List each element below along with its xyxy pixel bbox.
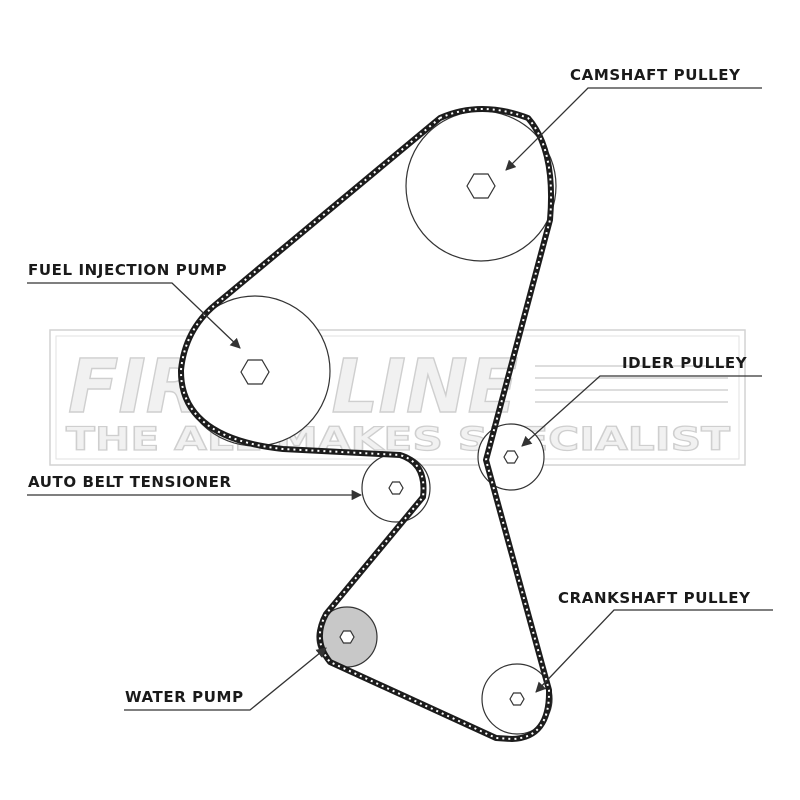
timing-belt-outline [177,106,555,742]
labels: CAMSHAFT PULLEY FUEL INJECTION PUMP IDLE… [28,66,751,706]
watermark: FIRST LINE THE ALL MAKES SPECIALIST [49,329,746,466]
idler-hub-icon [503,450,519,464]
camshaft-leader [505,87,762,171]
water-pump-label: WATER PUMP [125,688,244,706]
fuel-injection-pump-label: FUEL INJECTION PUMP [28,261,227,279]
crankshaft-hub-icon [509,692,525,706]
water-pump-leader [124,647,327,711]
crankshaft-pulley-label: CRANKSHAFT PULLEY [558,589,751,607]
idler-leader [521,375,762,447]
water-pump-hub-icon [339,630,355,644]
fuel-pump-leader [27,282,241,349]
hubs [240,173,525,706]
auto-belt-tensioner-label: AUTO BELT TENSIONER [28,473,232,491]
idler-pulley-label: IDLER PULLEY [622,354,748,372]
camshaft-pulley-label: CAMSHAFT PULLEY [570,66,741,84]
camshaft-hub-icon [466,173,496,199]
tensioner-hub-icon [388,481,404,495]
fuel-pump-hub-icon [240,359,270,385]
watermark-stripes [535,365,728,403]
crankshaft-leader [535,609,773,693]
leader-lines [27,87,773,711]
timing-belt [177,106,555,742]
